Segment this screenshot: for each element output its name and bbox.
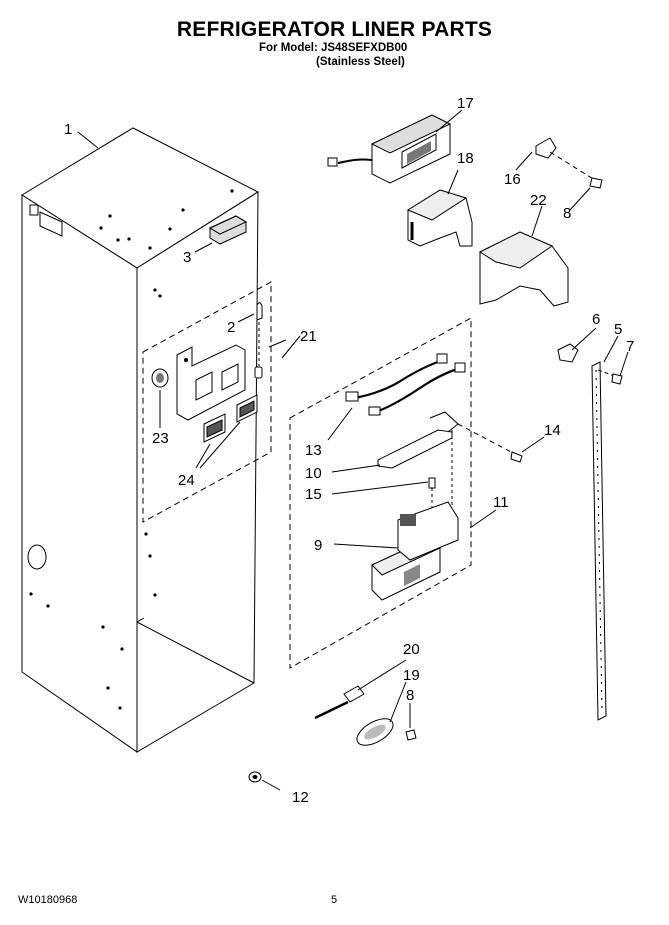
callout-18: 18: [457, 150, 474, 167]
liner-cabinet: [21, 127, 260, 753]
variant-line: (Stainless Steel): [316, 56, 405, 68]
callout-16: 16: [504, 171, 521, 188]
callout-8: 8: [563, 205, 571, 222]
callout-17: 17: [457, 95, 474, 112]
callout-12: 12: [292, 789, 309, 806]
callout-21: 21: [300, 328, 317, 345]
callout-10: 10: [305, 465, 322, 482]
callout-6: 6: [592, 311, 600, 328]
document-number: W10180968: [18, 894, 78, 906]
page-title: REFRIGERATOR LINER PARTS: [176, 18, 493, 41]
callout-22: 22: [530, 192, 547, 209]
callout-8b: 8: [406, 687, 414, 704]
page-number: 5: [331, 894, 338, 906]
model-line: For Model: JS48SEFXDB00: [259, 42, 408, 54]
callout-13: 13: [305, 442, 322, 459]
callout-24: 24: [178, 472, 195, 489]
callout-3: 3: [183, 249, 191, 266]
callout-2: 2: [227, 319, 235, 336]
callout-5: 5: [614, 321, 622, 338]
callout-23: 23: [152, 430, 169, 447]
callout-7: 7: [626, 338, 634, 355]
callout-20: 20: [403, 641, 420, 658]
callout-1: 1: [64, 121, 72, 138]
callout-14: 14: [544, 422, 561, 439]
callout-19: 19: [403, 667, 420, 684]
callout-11: 11: [493, 494, 509, 511]
callout-9: 9: [314, 537, 322, 554]
callout-15: 15: [305, 486, 322, 503]
